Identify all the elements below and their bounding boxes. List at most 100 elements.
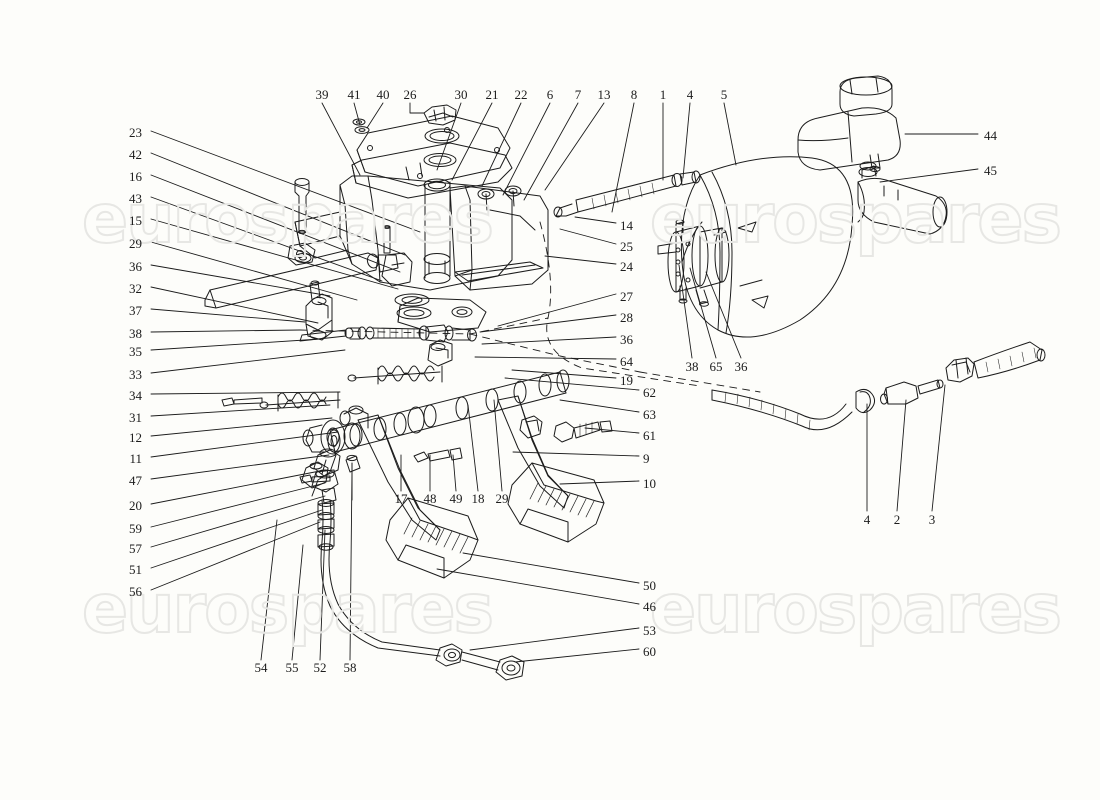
callout-6: 6: [546, 87, 554, 102]
brake-fluid-reservoir: [797, 75, 901, 172]
callout-57: 57: [129, 541, 142, 556]
callout-47: 47: [129, 473, 142, 488]
callout-64: 64: [620, 354, 633, 369]
callout-42: 42: [129, 147, 142, 162]
bolt-48-49: [413, 447, 463, 463]
callout-28: 28: [620, 310, 633, 325]
leader-lines-left: [150, 130, 421, 591]
callout-50: 50: [643, 578, 656, 593]
callout-21: 21: [485, 87, 499, 102]
callout-22: 22: [514, 87, 528, 102]
callout-61: 61: [643, 428, 656, 443]
callout-8: 8: [630, 87, 638, 102]
callout-49: 49: [449, 491, 463, 506]
callout-45: 45: [984, 163, 997, 178]
leader-lines-hose: [866, 384, 946, 512]
callout-7: 7: [574, 87, 582, 102]
master-cylinder: [857, 161, 948, 235]
callout-11: 11: [129, 451, 142, 466]
callout-53: 53: [643, 623, 656, 638]
callout-54: 54: [254, 660, 268, 675]
callout-40: 40: [376, 87, 390, 102]
callout-48: 48: [423, 491, 437, 506]
callout-43: 43: [129, 191, 142, 206]
callout-13: 13: [597, 87, 611, 102]
callout-20: 20: [129, 498, 142, 513]
servo-pushrod: [553, 170, 701, 218]
callout-23: 23: [129, 125, 142, 140]
clutch-cable: [311, 454, 525, 681]
leader-lines-servo: [678, 264, 742, 359]
callout-56: 56: [129, 584, 142, 599]
callout-5: 5: [720, 87, 728, 102]
callout-10: 10: [643, 476, 656, 491]
spring-31: [259, 391, 341, 412]
callout-38-left: 38: [129, 326, 142, 341]
callout-36-mid: 36: [620, 332, 633, 347]
callout-31: 31: [129, 410, 142, 425]
callout-16: 16: [129, 169, 142, 184]
callout-41: 41: [347, 87, 361, 102]
callout-24: 24: [620, 259, 633, 274]
callout-60: 60: [643, 644, 656, 659]
brake-pedal: [497, 395, 605, 543]
callout-63: 63: [643, 407, 656, 422]
callout-34: 34: [129, 388, 142, 403]
pedal-cross-shaft: [327, 369, 570, 453]
callout-27: 27: [620, 289, 633, 304]
clutch-pedal: [357, 414, 479, 579]
callout-46: 46: [643, 599, 656, 614]
callout-1: 1: [659, 87, 667, 102]
callout-26: 26: [403, 87, 417, 102]
callout-39: 39: [315, 87, 329, 102]
callout-37: 37: [129, 303, 142, 318]
callout-29-pedal: 29: [495, 491, 509, 506]
callout-12: 12: [129, 430, 142, 445]
callout-36-left: 36: [129, 259, 142, 274]
fastener-group: [519, 415, 613, 443]
callout-33: 33: [129, 367, 142, 382]
callout-4-top: 4: [686, 87, 694, 102]
callout-15: 15: [129, 213, 142, 228]
callout-51: 51: [129, 562, 142, 577]
callout-19: 19: [620, 373, 633, 388]
callout-30: 30: [454, 87, 468, 102]
washer-15: [294, 253, 312, 263]
callout-58: 58: [343, 660, 357, 675]
leader-lines-cable: [260, 469, 353, 661]
callout-55: 55: [285, 660, 299, 675]
rod-23: [204, 252, 380, 309]
washer-stack-33: [394, 293, 453, 367]
bolt-16: [294, 178, 310, 235]
callout-29-left: 29: [129, 236, 142, 251]
callout-4-hose: 4: [863, 512, 871, 527]
callout-36-servo: 36: [734, 359, 748, 374]
lever-37: [305, 280, 333, 341]
watermark-3: eurospares: [81, 569, 495, 650]
pedal-box-bracket: [287, 104, 549, 291]
callout-18: 18: [471, 491, 485, 506]
callout-62: 62: [643, 385, 656, 400]
callout-35: 35: [129, 344, 142, 359]
dashed-outline: [299, 221, 761, 393]
callout-3: 3: [928, 512, 936, 527]
bolt-12: [221, 397, 263, 407]
callout-17: 17: [394, 491, 408, 506]
callout-59: 59: [129, 521, 142, 536]
bracket-29: [381, 252, 413, 287]
callout-25: 25: [620, 239, 633, 254]
lower-left-linkage: [313, 448, 341, 504]
callout-65: 65: [709, 359, 723, 374]
leader-lines-far-right: [879, 133, 979, 183]
callout-14: 14: [620, 218, 633, 233]
pedal-shaft-column: [423, 178, 451, 284]
watermark-2: eurospares: [649, 179, 1063, 260]
bearing-block: [397, 297, 487, 333]
leader-lines-top: [321, 102, 737, 213]
callout-32: 32: [129, 281, 142, 296]
watermark-1: eurospares: [81, 179, 495, 260]
spring-34: [347, 365, 443, 385]
brake-servo: [657, 156, 854, 338]
